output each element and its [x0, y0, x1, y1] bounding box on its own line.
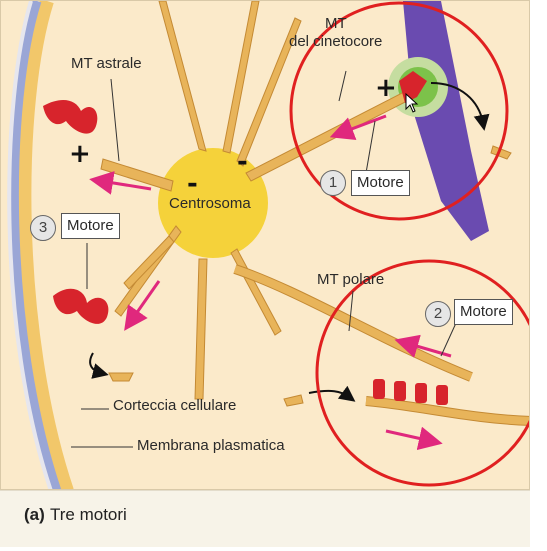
plasma-membrane: [9, 1, 62, 489]
figure-caption: (a) Tre motori: [0, 490, 530, 547]
leader-mt-polare: [348, 290, 354, 332]
mt-astral-top-left: [158, 1, 207, 152]
cell-cortex: [17, 1, 74, 489]
plus-sign-astral: +: [69, 139, 91, 169]
motor-3-label: Motore: [61, 213, 120, 239]
minus-sign-centrosome: -: [187, 169, 198, 199]
mt-astral-top: [222, 1, 260, 154]
motor-2: [373, 379, 448, 405]
label-membrana: Membrana plasmatica: [137, 437, 285, 454]
arrow-polar: [308, 385, 356, 402]
mt-astral-short: [123, 235, 175, 290]
mt-astral-left: [100, 158, 174, 192]
mt-polar-upper: [233, 265, 473, 381]
motor-2-label: Motore: [454, 299, 513, 325]
motor-1-number: 1: [320, 170, 346, 196]
leader-mt-astrale: [110, 78, 120, 162]
highlight-circle-kinetochore: [289, 1, 509, 221]
arrow-cortex: [89, 352, 109, 379]
motor-3-number: 3: [30, 215, 56, 241]
diagram-area: MT astrale MT del cinetocore Centrosoma …: [0, 0, 530, 490]
label-mt-astrale: MT astrale: [71, 55, 142, 72]
mt-fragment-middle: [283, 394, 304, 407]
arrow-motor-2-upper: [394, 334, 452, 358]
mt-polar-lower: [365, 397, 529, 425]
arrow-motor-3-upper: [89, 171, 152, 195]
highlight-circle-polar: [315, 259, 529, 487]
leader-motore-2: [440, 322, 457, 357]
caption-text: Tre motori: [50, 505, 127, 524]
mouse-pointer-icon: [405, 93, 419, 113]
motor-1-label: Motore: [351, 170, 410, 196]
mt-astral-lower: [230, 248, 282, 336]
label-corteccia: Corteccia cellulare: [113, 397, 237, 414]
mt-kinetochore: [245, 90, 412, 182]
caption-letter: (a): [24, 505, 45, 524]
label-centrosoma: Centrosoma: [169, 195, 251, 212]
leader-mt-cinetocore: [338, 70, 347, 102]
arrow-motor-2-lower: [385, 426, 443, 451]
mt-fragment-left: [108, 372, 134, 382]
motor-3-lower: [53, 288, 109, 324]
arrow-motor-3-lower: [124, 280, 161, 331]
mt-astral-top-right: [236, 17, 302, 167]
leader-motore-1: [365, 120, 376, 174]
label-mt-cinetocore-line1: MT: [325, 15, 347, 32]
diagram-svg: [1, 1, 529, 489]
mt-fragment-right: [490, 145, 512, 160]
arrow-chromosome: [430, 82, 490, 131]
mt-astral-bottom: [194, 258, 208, 400]
motor-3-upper: [43, 99, 98, 134]
minus-sign-kinetochore-mt: -: [237, 147, 248, 177]
motor-2-number: 2: [425, 301, 451, 327]
plus-sign-kinetochore: +: [375, 73, 397, 103]
arrow-motor-1: [329, 114, 387, 140]
label-mt-cinetocore-line2: del cinetocore: [289, 33, 383, 50]
label-mt-polare: MT polare: [317, 271, 385, 288]
centrosome: [158, 148, 268, 258]
